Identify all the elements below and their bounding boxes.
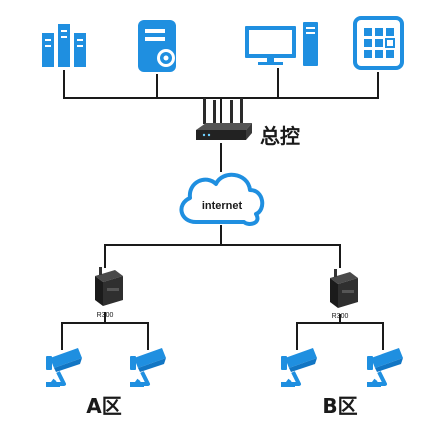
cctv-camera-icon (128, 346, 168, 389)
app-grid-icon (353, 16, 404, 70)
cloud-icon (179, 173, 265, 226)
cctv-camera-icon (365, 346, 405, 389)
cctv-camera-icon (279, 346, 319, 389)
edge-router-icon (95, 267, 123, 306)
server-rack-icon (42, 24, 86, 67)
router-model-label-b: R300 (332, 313, 349, 320)
desktop-computer-icon (245, 22, 318, 66)
connection-lines (61, 68, 384, 350)
cloud-label: internet (202, 200, 243, 212)
tower-server-icon (138, 20, 176, 72)
edge-router-icon (330, 269, 358, 308)
router-model-label-a: R300 (97, 312, 114, 319)
router-icon (196, 98, 252, 140)
controller-label: 总控 (260, 124, 300, 148)
zone-b-label: B区 (322, 394, 357, 418)
zone-a-label: A区 (86, 394, 121, 418)
cctv-camera-icon (44, 346, 84, 389)
